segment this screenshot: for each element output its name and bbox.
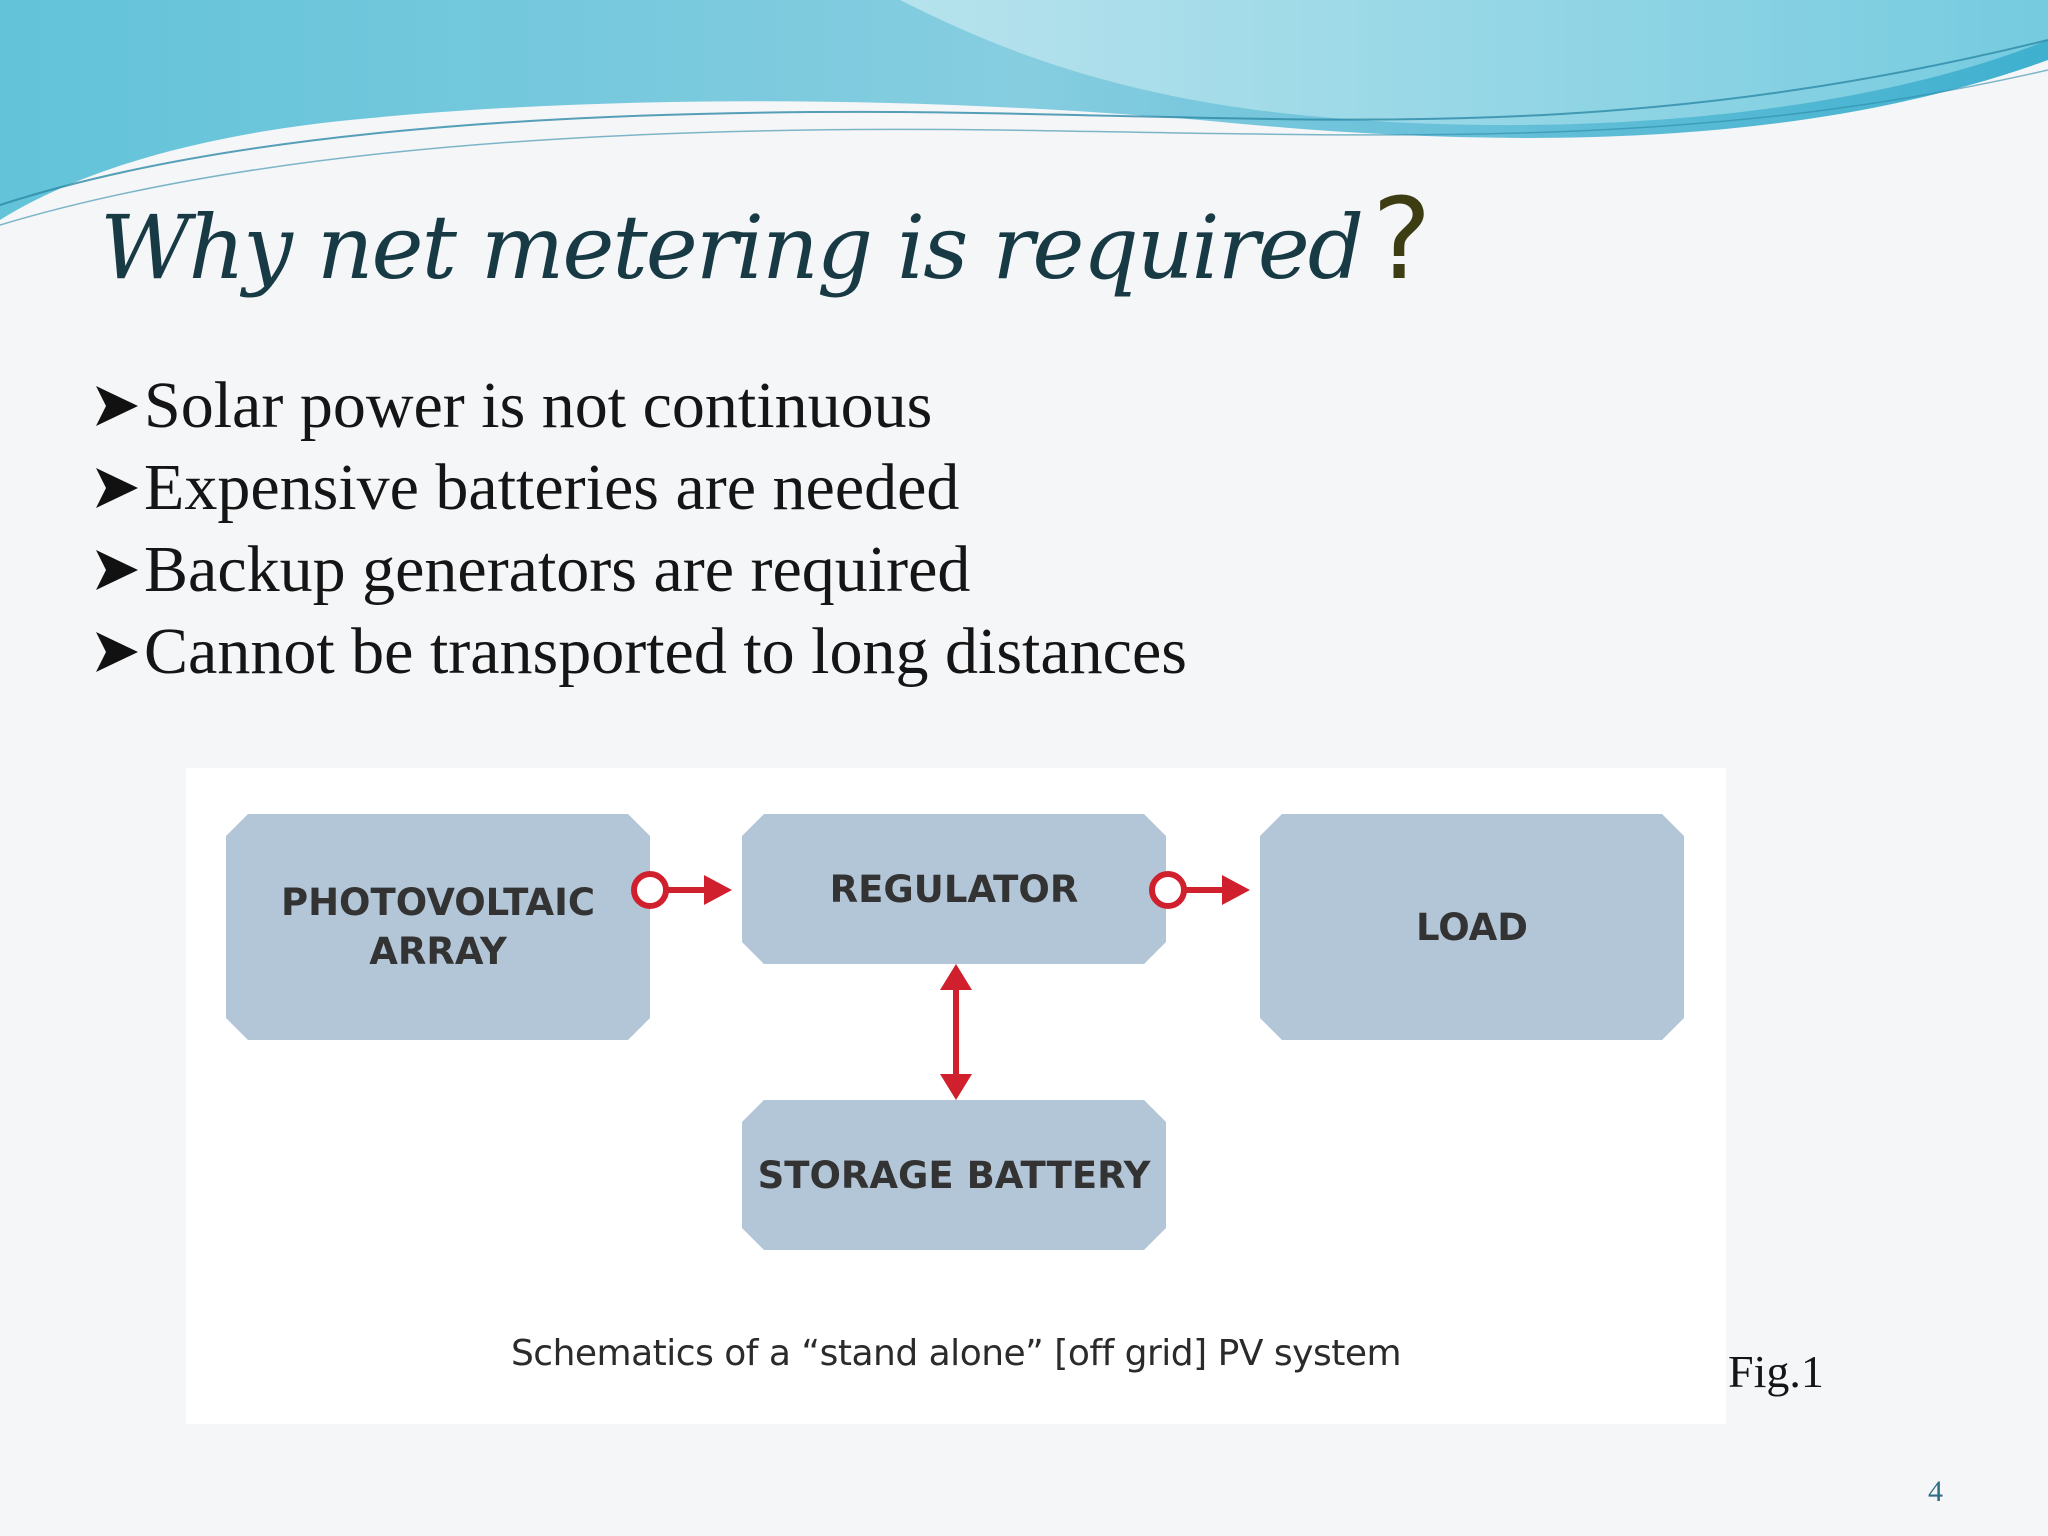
bullet-item: Expensive batteries are needed <box>92 447 1187 529</box>
bullet-item: Solar power is not continuous <box>92 365 1187 447</box>
title-question-mark: ? <box>1372 175 1431 305</box>
array-to-regulator-arrow <box>631 871 732 909</box>
page-number: 4 <box>1928 1475 1943 1508</box>
load-label: LOAD <box>1415 905 1529 949</box>
photovoltaic-array-block: PHOTOVOLTAIC ARRAY <box>226 814 650 1040</box>
bullet-text: Expensive batteries are needed <box>144 451 960 524</box>
bullet-text: Backup generators are required <box>144 533 971 606</box>
bullet-item: Backup generators are required <box>92 529 1187 611</box>
arrowhead-bullet-icon <box>96 386 138 426</box>
arrowhead-bullet-icon <box>96 632 138 672</box>
arrowhead-bullet-icon <box>96 550 138 590</box>
arrowhead-bullet-icon <box>96 468 138 508</box>
regulator-battery-double-arrow <box>940 964 972 1100</box>
figure-label: Fig.1 <box>1728 1346 1824 1397</box>
bullet-item: Cannot be transported to long distances <box>92 611 1187 693</box>
diagram-connectors <box>631 871 1250 1100</box>
regulator-label: REGULATOR <box>829 867 1079 911</box>
regulator-to-load-arrow <box>1149 871 1250 909</box>
bullet-text: Cannot be transported to long distances <box>144 615 1187 688</box>
pv-system-diagram: PHOTOVOLTAIC ARRAY REGULATOR LOAD STORAG… <box>186 768 1726 1424</box>
load-block: LOAD <box>1260 814 1684 1040</box>
storage-battery-label: STORAGE BATTERY <box>757 1153 1151 1197</box>
regulator-block: REGULATOR <box>742 814 1166 964</box>
storage-battery-block: STORAGE BATTERY <box>742 1100 1166 1250</box>
header-wave-decoration <box>0 0 2048 226</box>
slide-title-text: Why net metering is required <box>100 196 1364 299</box>
diagram-caption: Schematics of a “stand alone” [off grid]… <box>510 1333 1402 1374</box>
photovoltaic-array-label: PHOTOVOLTAIC ARRAY <box>280 881 596 973</box>
bullet-list: Solar power is not continuous Expensive … <box>92 365 1187 693</box>
bullet-text: Solar power is not continuous <box>144 369 933 442</box>
slide-title: Why net metering is required? <box>100 175 1432 305</box>
